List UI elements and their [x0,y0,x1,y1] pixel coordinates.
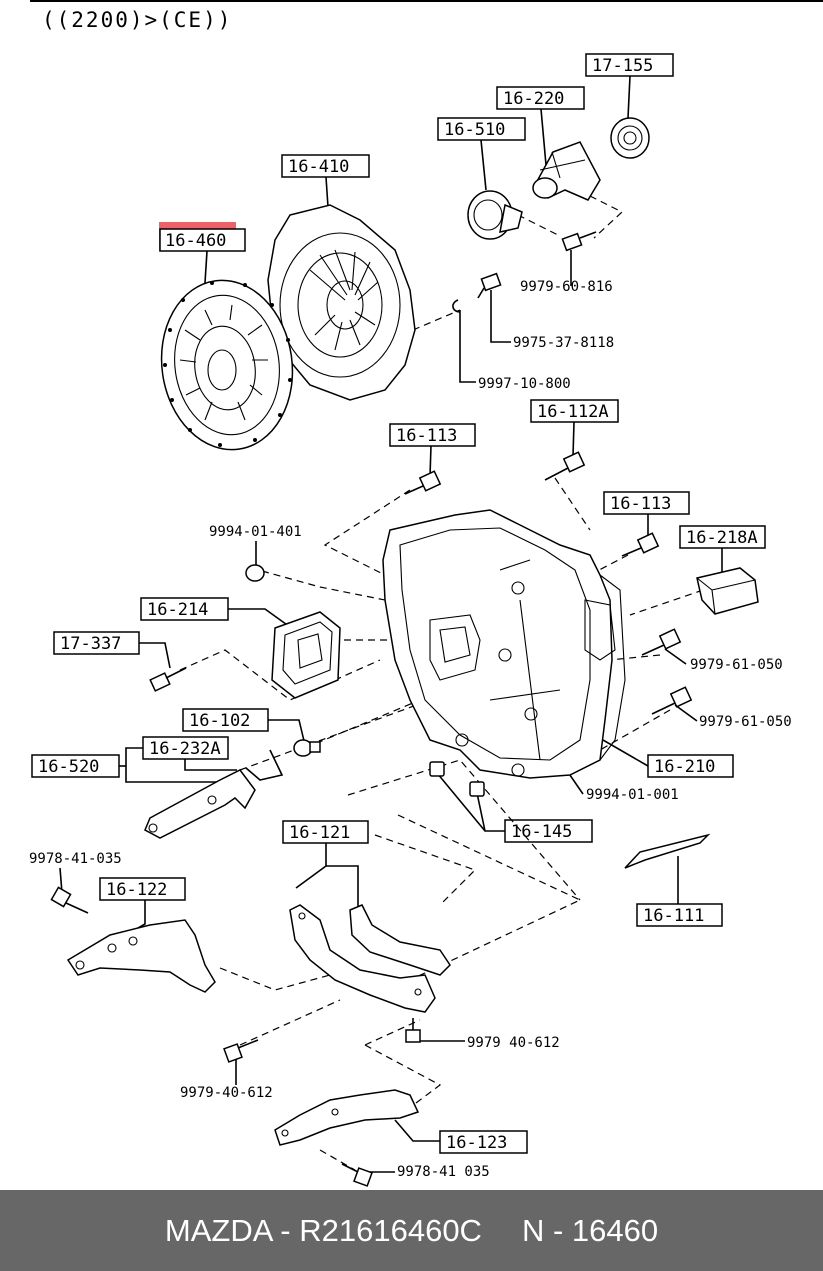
part-number-9978-41-035-a: 9978-41-035 [29,851,122,867]
label-16-122: 16-122 [99,877,186,901]
part-number-9997-10-800: 9997-10-800 [478,376,571,392]
footer-bar: MAZDA - R21616460C N - 16460 [0,1190,823,1271]
svg-text:16-102: 16-102 [189,711,250,731]
footer-part-number: N - 16460 [521,1212,659,1248]
label-16-220: 16-220 [496,86,585,110]
bolt-9979-60-816 [561,231,597,252]
svg-text:16-113: 16-113 [610,494,671,514]
svg-text:16-112A: 16-112A [537,402,609,422]
label-16-123: 16-123 [439,1130,528,1154]
part-number-9979-60-816: 9979-60-816 [520,279,613,295]
bracket-16-122 [66,919,216,993]
label-16-112A: 16-112A [530,399,619,423]
nut-9994-01-401 [245,564,265,582]
part-number-9979-61-050-b: 9979-61-050 [699,714,792,730]
part-number-9994-01-401: 9994-01-401 [209,524,302,540]
bracket-16-123 [274,1089,420,1146]
bolt-16-113-top [404,470,442,495]
label-16-232A: 16-232A [142,736,229,760]
bolt-16-112a [544,451,586,481]
clip-9997-10-800 [452,299,461,313]
boot-16-214 [271,611,341,699]
clutch-cover [267,204,416,401]
label-16-510: 16-510 [437,117,526,141]
part-number-9979-40-612-b: 9979-40-612 [180,1085,273,1101]
label-17-337: 17-337 [53,631,140,655]
svg-text:16-210: 16-210 [654,757,715,777]
label-16-121: 16-121 [282,820,369,844]
release-bearing [467,190,523,240]
lower-cover-16-121 [289,904,451,1013]
svg-text:16-510: 16-510 [444,120,505,140]
svg-text:16-111: 16-111 [643,906,704,926]
label-16-113-right: 16-113 [603,491,690,515]
part-number-9975-37-8118: 9975-37-8118 [513,335,614,351]
svg-text:16-220: 16-220 [503,89,564,109]
leader-lines [59,75,723,1173]
label-16-410: 16-410 [281,154,370,178]
svg-text:16-214: 16-214 [147,600,208,620]
svg-text:16-410: 16-410 [288,157,349,177]
spring-clip-16-232a [245,749,284,781]
label-16-111: 16-111 [636,903,723,927]
svg-text:16-232A: 16-232A [149,739,221,759]
pilot-bearing [610,117,650,159]
svg-text:16-520: 16-520 [38,757,99,777]
bolt-9975-37-8118 [477,272,502,299]
bolt-9979-61-050-b [651,686,693,715]
dowel-pins [429,761,485,797]
part-number-9978-41-035-b: 9978-41 035 [397,1164,490,1180]
label-16-460-highlighted: 16-460 [159,222,246,252]
bolt-9978-41-035-a [50,886,89,914]
footer-part-code: MAZDA - R21616460C [164,1212,482,1248]
release-fork [144,769,256,839]
part-number-9994-01-001: 9994-01-001 [586,787,679,803]
svg-text:16-145: 16-145 [511,822,572,842]
parts-diagram: .ln { stroke:#000; stroke-width:1.6; fil… [29,0,823,1187]
bolt-9979-40-612-a [405,1018,421,1043]
label-16-210: 16-210 [647,754,734,778]
part-number-9979-40-612-a: 9979 40-612 [467,1035,560,1051]
svg-text:16-122: 16-122 [106,880,167,900]
clutch-housing [382,509,626,779]
svg-text:16-218A: 16-218A [686,528,758,548]
label-17-155: 17-155 [585,53,674,77]
part-number-9979-61-050-a: 9979-61-050 [690,657,783,673]
svg-text:17-337: 17-337 [60,634,121,654]
svg-text:16-113: 16-113 [396,426,457,446]
header-code: ((2200)>(CE)) [42,8,232,32]
release-collar-guide [532,141,601,201]
bolt-9978-41-035-b [341,1163,373,1187]
bolt-9979-40-612-b [223,1039,259,1063]
svg-text:16-123: 16-123 [446,1133,507,1153]
label-16-145: 16-145 [504,819,593,843]
label-16-102: 16-102 [182,708,269,732]
pivot-16-102 [293,739,321,757]
label-16-113-top: 16-113 [389,423,476,447]
label-16-218A: 16-218A [679,525,766,549]
plate-16-111 [624,833,711,869]
bolt-17-337 [149,667,187,692]
label-16-520: 16-520 [31,754,120,778]
bolt-9979-61-050-a [641,628,682,656]
label-16-214: 16-214 [140,597,229,621]
boot-16-218a [696,567,759,615]
bolt-16-113-right [621,532,660,557]
clutch-disc [160,279,294,451]
svg-text:17-155: 17-155 [592,56,653,76]
svg-text:16-460: 16-460 [165,231,226,251]
svg-text:16-121: 16-121 [289,823,350,843]
